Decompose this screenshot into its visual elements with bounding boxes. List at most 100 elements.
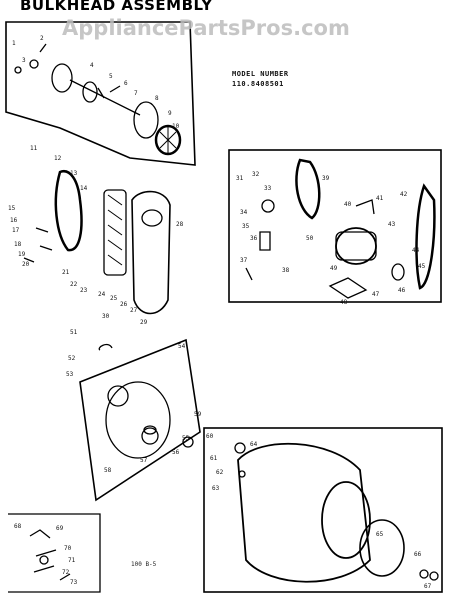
svg-text:46: 46 — [398, 287, 406, 294]
svg-text:30: 30 — [102, 313, 110, 320]
seal-ring — [51, 63, 73, 93]
svg-text:64: 64 — [250, 441, 258, 448]
svg-text:34: 34 — [240, 209, 248, 216]
svg-text:70: 70 — [64, 545, 72, 552]
drive-belt — [54, 170, 83, 252]
svg-text:41: 41 — [376, 195, 384, 202]
svg-text:28: 28 — [176, 221, 184, 228]
svg-text:24: 24 — [98, 291, 106, 298]
svg-text:49: 49 — [330, 265, 338, 272]
svg-text:63: 63 — [212, 485, 220, 492]
svg-text:69: 69 — [56, 525, 64, 532]
model-number-value: 110.8408501 — [232, 80, 284, 88]
svg-text:44: 44 — [412, 247, 420, 254]
svg-text:25: 25 — [110, 295, 118, 302]
svg-text:72: 72 — [62, 569, 70, 576]
svg-text:36: 36 — [250, 235, 258, 242]
svg-text:6: 6 — [124, 80, 128, 87]
svg-text:20: 20 — [22, 261, 30, 268]
bearing — [82, 81, 98, 103]
svg-text:43: 43 — [388, 221, 396, 228]
model-number-label: MODEL NUMBER — [232, 70, 289, 78]
svg-text:21: 21 — [62, 269, 70, 276]
svg-text:66: 66 — [414, 551, 422, 558]
shaft — [69, 79, 141, 116]
svg-text:38: 38 — [282, 267, 290, 274]
svg-text:12: 12 — [54, 155, 62, 162]
svg-text:47: 47 — [372, 291, 380, 298]
svg-text:13: 13 — [70, 170, 78, 177]
svg-text:65: 65 — [376, 531, 384, 538]
svg-text:35: 35 — [242, 223, 250, 230]
svg-text:56: 56 — [172, 449, 180, 456]
svg-text:45: 45 — [418, 263, 426, 270]
watermark-text: AppliancePartsPros.com — [62, 16, 350, 40]
motor-belt-right — [415, 183, 436, 290]
svg-text:51: 51 — [70, 329, 78, 336]
drive-motor — [335, 227, 377, 265]
svg-text:37: 37 — [240, 257, 248, 264]
svg-text:17: 17 — [12, 227, 20, 234]
svg-text:10: 10 — [172, 123, 180, 130]
svg-text:4: 4 — [90, 62, 94, 69]
svg-text:16: 16 — [10, 217, 18, 224]
drum-rear-disc — [359, 519, 405, 577]
svg-text:48: 48 — [340, 299, 348, 306]
svg-text:73: 73 — [70, 579, 78, 586]
door-seal — [143, 425, 157, 435]
pulley-disc — [133, 101, 159, 139]
figure-reference: 100 B-5 — [131, 561, 157, 568]
svg-text:2: 2 — [40, 35, 44, 42]
svg-text:15: 15 — [8, 205, 16, 212]
front-bulkhead — [79, 338, 201, 502]
svg-text:29: 29 — [140, 319, 148, 326]
svg-text:67: 67 — [424, 583, 432, 590]
svg-text:1: 1 — [12, 40, 16, 47]
svg-text:55: 55 — [182, 435, 190, 442]
svg-text:54: 54 — [178, 343, 186, 350]
svg-text:57: 57 — [140, 457, 148, 464]
svg-text:61: 61 — [210, 455, 218, 462]
svg-text:52: 52 — [68, 355, 76, 362]
svg-text:31: 31 — [236, 175, 244, 182]
svg-text:14: 14 — [80, 185, 88, 192]
svg-text:42: 42 — [400, 191, 408, 198]
svg-text:11: 11 — [30, 145, 38, 152]
drum-frame — [203, 427, 443, 593]
heater-element — [103, 189, 127, 276]
heater-housing — [131, 190, 171, 315]
svg-text:22: 22 — [70, 281, 78, 288]
svg-text:60: 60 — [206, 433, 214, 440]
svg-text:71: 71 — [68, 557, 76, 564]
svg-text:26: 26 — [120, 301, 128, 308]
svg-text:9: 9 — [168, 110, 172, 117]
svg-text:62: 62 — [216, 469, 224, 476]
svg-text:50: 50 — [306, 235, 314, 242]
svg-text:7: 7 — [134, 90, 138, 97]
svg-text:8: 8 — [155, 95, 159, 102]
drum-opening — [321, 481, 371, 559]
svg-text:18: 18 — [14, 241, 22, 248]
svg-text:3: 3 — [22, 57, 26, 64]
drum-body — [237, 442, 371, 583]
svg-text:32: 32 — [252, 171, 260, 178]
motor-frame — [228, 149, 442, 303]
svg-text:58: 58 — [104, 467, 112, 474]
svg-text:27: 27 — [130, 307, 138, 314]
svg-text:68: 68 — [14, 523, 22, 530]
diagram-title: BULKHEAD ASSEMBLY — [20, 0, 213, 14]
svg-text:33: 33 — [264, 185, 272, 192]
svg-text:53: 53 — [66, 371, 74, 378]
inset-box — [8, 513, 101, 593]
svg-text:59: 59 — [194, 411, 202, 418]
svg-text:23: 23 — [80, 287, 88, 294]
svg-text:40: 40 — [344, 201, 352, 208]
svg-text:5: 5 — [109, 73, 113, 80]
top-left-frame — [5, 21, 196, 166]
motor-belt-left — [295, 158, 321, 220]
svg-text:19: 19 — [18, 251, 26, 258]
svg-text:39: 39 — [322, 175, 330, 182]
